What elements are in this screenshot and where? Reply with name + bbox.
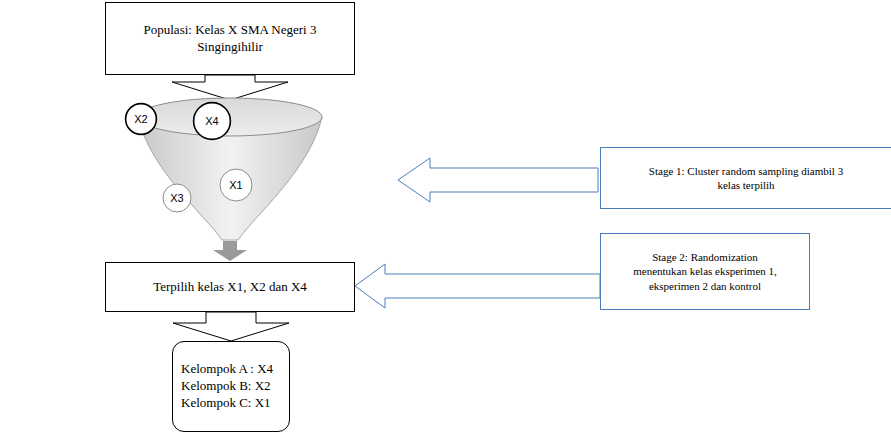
circle-label: X2 bbox=[134, 112, 147, 126]
circle-label: X3 bbox=[170, 191, 183, 205]
group-box: Kelompok A : X4Kelompok B: X2Kelompok C:… bbox=[172, 341, 290, 432]
funnel-output-arrow bbox=[213, 241, 247, 261]
box-text: Terpilih kelas X1, X2 dan X4 bbox=[153, 279, 307, 296]
class-circle: X1 bbox=[219, 168, 253, 202]
circle-label: X4 bbox=[205, 114, 218, 128]
population-box: Populasi: Kelas X SMA Negeri 3 Singingih… bbox=[105, 2, 355, 75]
box-text: Stage 1: Cluster random sampling diambil… bbox=[646, 164, 846, 193]
box-text: Kelompok B: X2 bbox=[181, 378, 271, 395]
circle-outline bbox=[163, 184, 191, 212]
process-box: Terpilih kelas X1, X2 dan X4 bbox=[105, 262, 355, 312]
box-text: Populasi: Kelas X SMA Negeri 3 Singingih… bbox=[128, 22, 333, 56]
block-arrow bbox=[355, 264, 600, 308]
class-circle: X2 bbox=[124, 102, 158, 136]
stage-box: Stage 2: Randomization menentukan kelas … bbox=[600, 233, 810, 310]
circle-outline bbox=[220, 169, 252, 201]
stage-box: Stage 1: Cluster random sampling diambil… bbox=[600, 147, 891, 209]
class-circle: X3 bbox=[162, 183, 192, 213]
down-arrow bbox=[172, 75, 288, 100]
circle-label: X1 bbox=[229, 178, 242, 192]
box-text: Kelompok C: X1 bbox=[181, 395, 271, 412]
stage-arrow bbox=[398, 158, 598, 202]
circle-outline bbox=[126, 104, 157, 135]
box-text: Kelompok A : X4 bbox=[181, 361, 273, 378]
block-arrow bbox=[173, 312, 289, 341]
circle-outline bbox=[194, 103, 231, 140]
class-circle: X4 bbox=[192, 101, 232, 141]
box-text: Stage 2: Randomization menentukan kelas … bbox=[630, 250, 780, 293]
